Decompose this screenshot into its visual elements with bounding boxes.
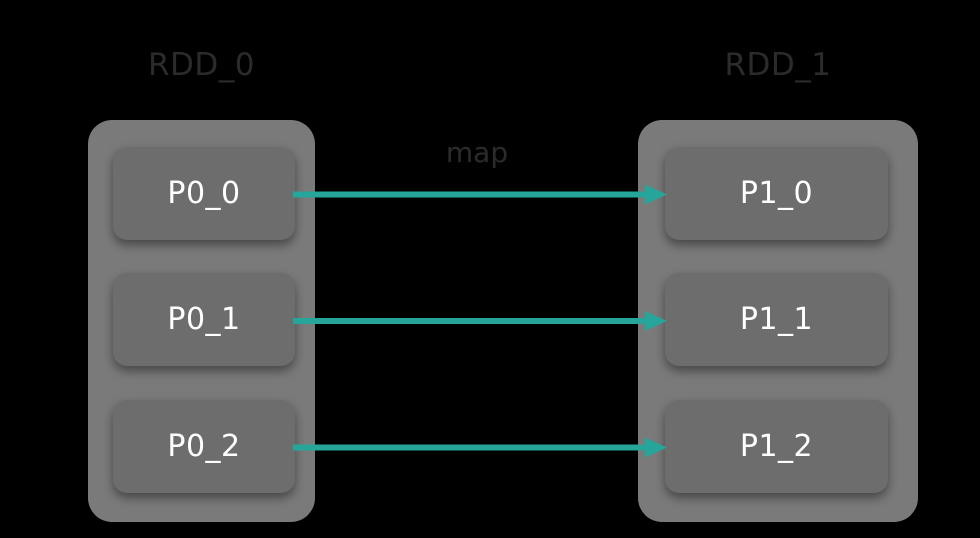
map-arrows [293, 184, 667, 458]
partition-label: P0_0 [167, 175, 241, 211]
partition-p0-2: P0_2 [113, 400, 295, 493]
partition-p1-2: P1_2 [665, 400, 888, 493]
partition-label: P0_1 [167, 301, 241, 337]
partition-p0-1: P0_1 [113, 273, 295, 366]
partition-label: P0_2 [167, 428, 241, 464]
rdd-1-title: RDD_1 [724, 47, 832, 83]
partition-p1-1: P1_1 [665, 273, 888, 366]
rdd-1-container: P1_0 P1_1 P1_2 [638, 120, 918, 522]
transformation-label-map: map [445, 136, 509, 169]
partition-label: P1_2 [739, 428, 814, 464]
rdd-0-container: P0_0 P0_1 P0_2 [88, 120, 315, 522]
partition-label: P1_1 [739, 301, 814, 337]
partition-p1-0: P1_0 [665, 147, 888, 240]
rdd-0-title: RDD_0 [147, 47, 255, 83]
partition-p0-0: P0_0 [113, 147, 295, 240]
partition-label: P1_0 [739, 175, 814, 211]
